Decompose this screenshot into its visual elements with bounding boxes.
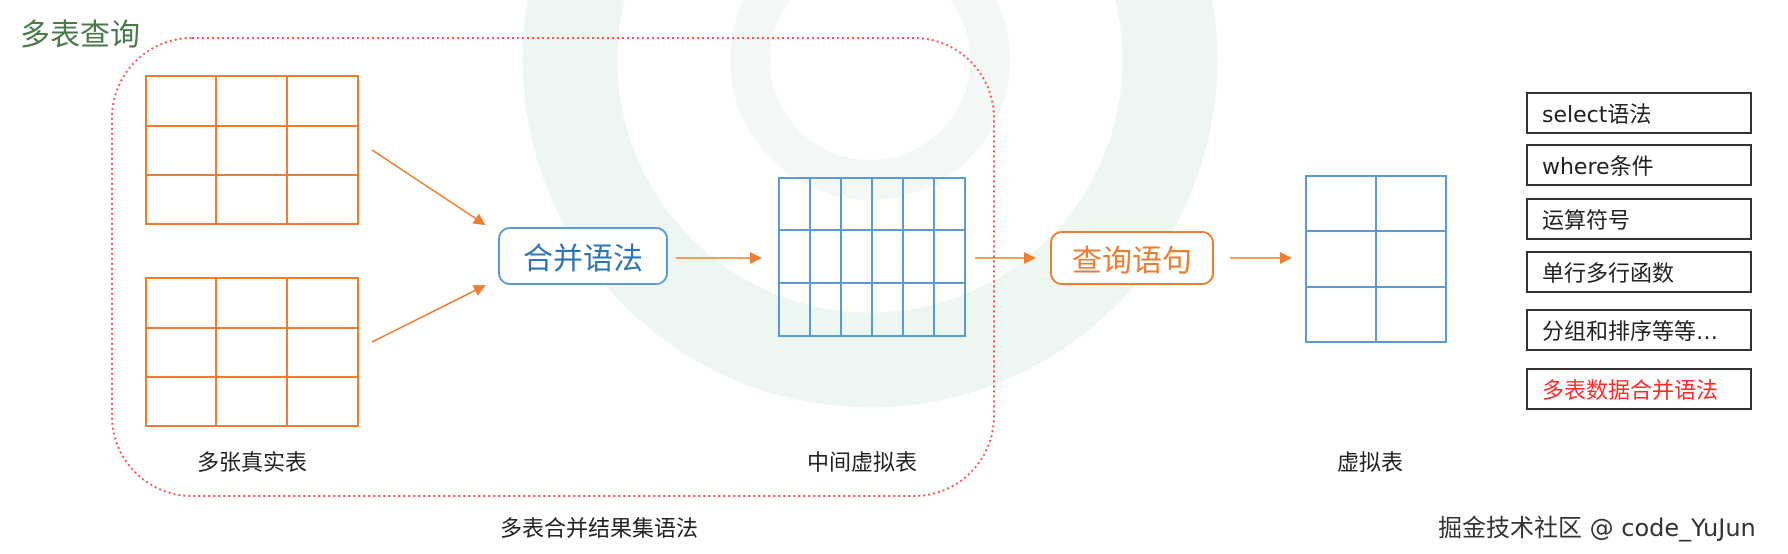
arrow-table1-to-merge [371, 149, 486, 226]
site-watermark: 掘金技术社区 @ code_YuJun [1438, 514, 1756, 542]
middle-table-caption: 中间虚拟表 [807, 451, 918, 476]
side-item-select-syntax: select语法 [1526, 92, 1752, 134]
middle-virtual-table [778, 177, 966, 337]
merge-group-outline [111, 37, 995, 497]
merge-group-caption: 多表合并结果集语法 [500, 517, 699, 542]
real-table-2 [145, 277, 359, 427]
page-title: 多表查询 [20, 18, 140, 53]
merge-syntax-box: 合并语法 [498, 227, 668, 285]
virtual-table-caption: 虚拟表 [1337, 451, 1404, 476]
real-tables-caption: 多张真实表 [197, 451, 308, 476]
side-item-where-condition: where条件 [1526, 144, 1752, 186]
virtual-table [1305, 175, 1447, 343]
side-item-operators: 运算符号 [1526, 198, 1752, 240]
arrow-table2-to-merge [371, 285, 486, 343]
side-item-group-sort: 分组和排序等等… [1526, 309, 1752, 351]
side-item-functions: 单行多行函数 [1526, 251, 1752, 293]
query-statement-box: 查询语句 [1050, 231, 1214, 285]
side-item-multi-table-merge: 多表数据合并语法 [1526, 368, 1752, 410]
real-table-1 [145, 75, 359, 225]
